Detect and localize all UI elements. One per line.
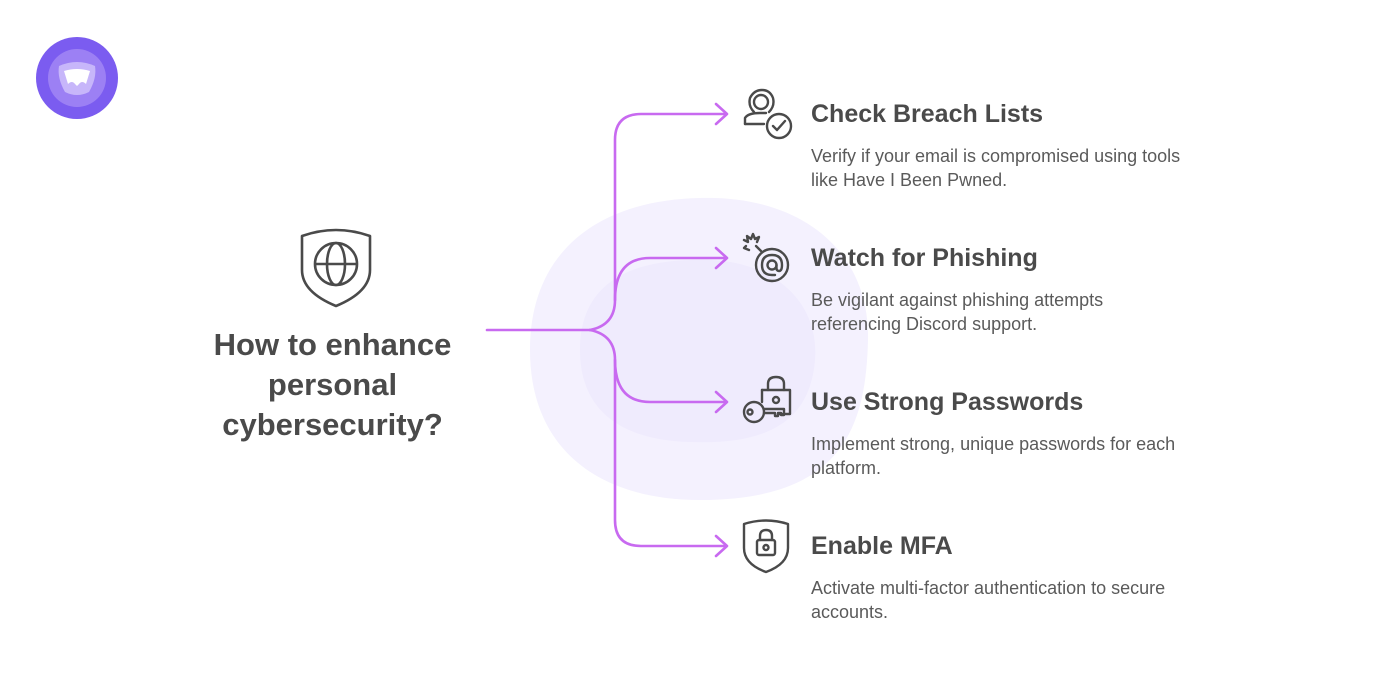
email-bomb-icon: [740, 230, 796, 286]
item-description: Activate multi-factor authentication to …: [811, 578, 1166, 622]
item-title: Use Strong Passwords: [811, 388, 1084, 416]
shield-lock-icon: [740, 518, 796, 574]
connector-branch-1: [588, 112, 728, 332]
user-check-icon: [740, 86, 796, 142]
app-logo[interactable]: [35, 36, 119, 120]
item-title: Watch for Phishing: [811, 244, 1038, 272]
item-title: Check Breach Lists: [811, 100, 1044, 128]
shield-globe-icon: [296, 226, 376, 308]
item-description: Verify if your email is compromised usin…: [811, 146, 1181, 190]
key-lock-icon: [740, 374, 796, 430]
arrowhead-4: [714, 534, 729, 558]
item-title: Enable MFA: [811, 532, 953, 560]
app-logo-icon: [36, 37, 118, 119]
connector-branch-4: [613, 358, 728, 548]
item-description: Be vigilant against phishing attempts re…: [811, 290, 1104, 334]
connector-branch-3: [588, 328, 728, 404]
arrowhead-1: [714, 102, 729, 126]
item-description: Implement strong, unique passwords for e…: [811, 434, 1176, 478]
root-question: How to enhance personal cybersecurity?: [213, 327, 452, 442]
arrowhead-2: [714, 246, 729, 270]
connector-branch-2: [613, 256, 728, 302]
arrowhead-3: [714, 390, 729, 414]
